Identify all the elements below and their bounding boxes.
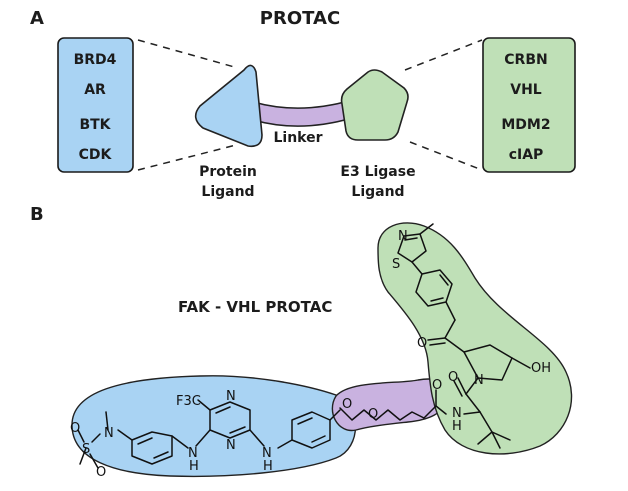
e3-ligand-label-2: Ligand [351,184,404,200]
e3-ligase-box: CRBN VHL MDM2 cIAP [482,37,576,173]
atom-h-amide: H [452,419,462,434]
protein-ligand-label-1: Protein [199,164,257,180]
protein-ligand-label-2: Ligand [201,184,254,200]
atom-n-pyrimidine-1: N [226,389,236,404]
atom-o-sulfonyl-1: O [70,421,80,436]
atom-n-thiazole: N [398,229,408,244]
target-cdk: CDK [79,147,113,163]
protac-title: PROTAC [260,8,340,29]
atom-o-ether2: O [368,407,378,422]
target-brd4: BRD4 [74,52,117,68]
atom-o-ester: O [432,378,442,393]
panel-a-label: A [30,8,44,29]
protein-ligand-shape [194,64,263,148]
e3-mdm2: MDM2 [501,117,550,133]
atom-o-amide: O [448,370,458,385]
atom-s-sulfonyl: S [82,442,90,457]
e3-crbn: CRBN [504,52,547,68]
vhl-ligand-structure [397,223,531,449]
atom-o-ketone: O [417,336,427,351]
dashed-connectors [137,39,483,171]
linker-label: Linker [273,130,322,146]
linker-structure [339,389,447,421]
fak-ligand-highlight [71,375,357,478]
target-btk: BTK [79,117,111,133]
fak-vhl-protac-title: FAK - VHL PROTAC [178,298,332,316]
atom-n-amide: N [452,406,462,421]
atom-s-thiazole: S [392,257,400,272]
atom-n-sulfonamide: N [104,426,114,441]
panel-b-label: B [30,204,44,225]
atom-o-sulfonyl-2: O [96,465,106,480]
e3-ligand-label-1: E3 Ligase [340,164,415,180]
atom-h-1: H [189,459,199,474]
atom-n-pyrrolidine: N [474,373,484,388]
atom-cf3: F3C [176,394,201,409]
atom-nh-2: N [262,446,272,461]
atom-h-2: H [263,459,273,474]
atom-nh-1: N [188,446,198,461]
atom-o-ether1: O [342,397,352,412]
target-protein-box: BRD4 AR BTK CDK [57,37,134,173]
target-ar: AR [84,82,106,98]
fak-ligand-structure [77,399,341,469]
atom-oh: OH [531,361,551,376]
atom-n-pyrimidine-2: N [226,438,236,453]
vhl-ligand-highlight [377,222,573,455]
e3-vhl: VHL [510,82,542,98]
e3-ligand-shape [340,69,409,141]
e3-ciap: cIAP [509,147,544,163]
